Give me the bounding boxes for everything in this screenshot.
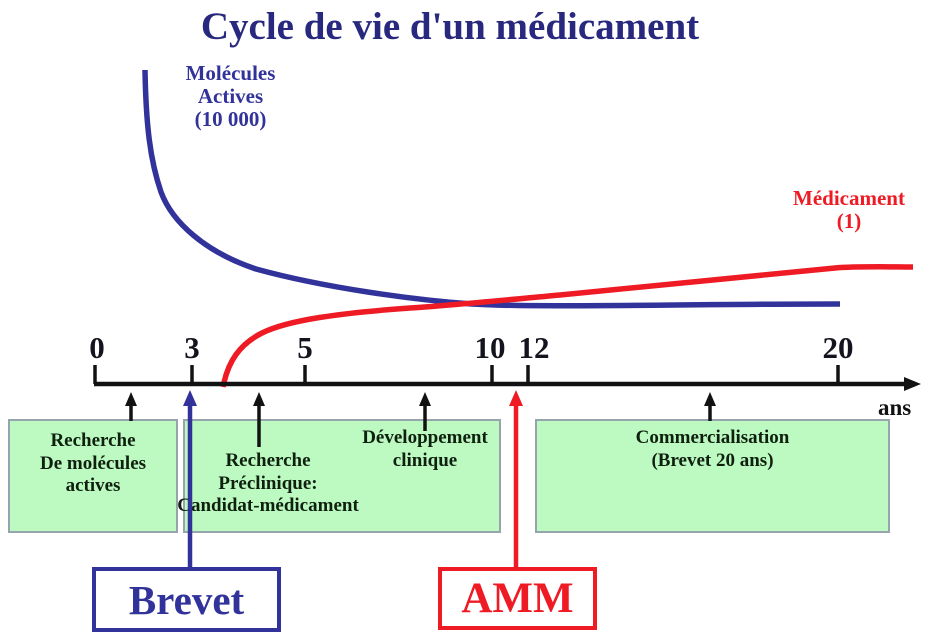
phase-label-developpement-clinique: Développement clinique	[362, 427, 488, 471]
medicament-curve	[220, 264, 914, 388]
amm-arrow	[509, 390, 523, 568]
tick-label-0: 0	[89, 330, 105, 365]
phase-arrow-commercialisation	[704, 392, 716, 421]
axis-unit-label: ans	[878, 395, 912, 420]
phase-label-commercialisation: Commercialisation (Brevet 20 ans)	[635, 427, 790, 471]
phase-arrow-recherche-molecules	[125, 392, 137, 421]
phase-label-recherche-preclinique: Recherche Préclinique: Candidat-médicame…	[177, 450, 359, 516]
axis-arrowhead-icon	[904, 377, 921, 391]
amm-box: AMM	[438, 567, 597, 630]
tick-label-5: 5	[297, 330, 313, 365]
phase-box-recherche-molecules	[8, 419, 178, 533]
brevet-label: Brevet	[128, 576, 245, 623]
tick-label-20: 20	[822, 330, 854, 365]
page-title: Cycle de vie d'un médicament	[200, 5, 700, 48]
tick-label-3: 3	[184, 330, 200, 365]
phase-box-commercialisation	[535, 419, 890, 533]
phase-label-recherche-molecules: Recherche De molécules actives	[39, 430, 147, 496]
brevet-box: Brevet	[92, 567, 281, 632]
molecules-actives-label: Molécules Actives (10 000)	[185, 61, 276, 131]
medicament-label: Médicament (1)	[793, 186, 905, 233]
amm-label: AMM	[461, 575, 574, 622]
tick-label-12: 12	[518, 330, 550, 365]
phase-box-preclinique-developpement	[183, 419, 501, 533]
